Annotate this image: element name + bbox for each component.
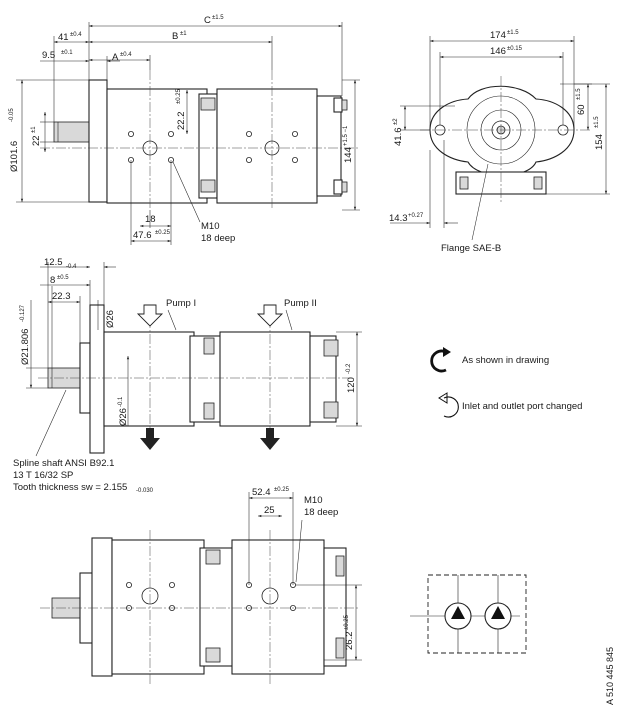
- svg-text:±0.25: ±0.25: [176, 88, 182, 104]
- svg-text:±0.5: ±0.5: [57, 275, 69, 281]
- svg-text:+1.5 −1: +1.5 −1: [343, 125, 349, 146]
- svg-text:±0.4: ±0.4: [70, 32, 82, 38]
- dim-a: A: [112, 52, 119, 63]
- dim-22-2: 22.2: [176, 112, 187, 131]
- dim-18: 18: [145, 214, 156, 225]
- dim-9-5: 9.5: [42, 50, 55, 61]
- bottom-end-cover: [323, 547, 347, 667]
- flange-label: Flange SAE-B: [441, 243, 501, 254]
- thread-depth-front: 18 deep: [201, 233, 235, 244]
- pump-1-label: Pump I: [166, 298, 196, 309]
- dim-b: B: [172, 31, 178, 42]
- dim-26-2: 26.2: [344, 632, 355, 651]
- rotation-legend: As shown in drawing Inlet and outlet por…: [430, 347, 582, 418]
- svg-text:-0.4: -0.4: [66, 264, 77, 270]
- thread-depth-bottom: 18 deep: [304, 507, 338, 518]
- bottom-housing-2: [231, 539, 325, 675]
- inlet-arrow-pump-1: [136, 304, 164, 327]
- svg-text:-0.05: -0.05: [9, 108, 15, 122]
- dim-41-6: 41.6: [393, 128, 404, 147]
- svg-text:-0.127: -0.127: [20, 304, 26, 322]
- outlet-arrow-pump-1: [140, 428, 160, 450]
- dim-60: 60: [576, 104, 587, 115]
- dim-41: 41: [58, 32, 69, 43]
- spline-note-line-1: Spline shaft ANSI B92.1: [13, 458, 114, 469]
- dim-146: 146: [490, 46, 506, 57]
- inlet-arrow-pump-2: [256, 304, 284, 327]
- dim-dia-26-bottom: Ø26: [118, 408, 129, 426]
- end-cover: [316, 95, 342, 197]
- dim-52-4: 52.4: [252, 487, 271, 498]
- bottom-housing-1: [111, 539, 205, 675]
- dim-8: 8: [50, 275, 55, 286]
- rotation-as-shown-label: As shown in drawing: [462, 355, 549, 366]
- bottom-mounting-flange: [91, 537, 113, 677]
- svg-text:±0.25: ±0.25: [274, 487, 290, 493]
- bottom-view: 52.4 ±0.25 25 M10 18 deep 26.2 ±0.25: [40, 487, 362, 685]
- svg-text:±0.1: ±0.1: [61, 50, 73, 56]
- flange-view: 174 ±1.5 146 ±0.15 41.6 ±2 60 ±1.5 154 ±…: [389, 30, 610, 254]
- side-housing-2: [219, 331, 311, 427]
- svg-text:-0.1: -0.1: [118, 396, 124, 407]
- dim-dia-21-806: Ø21.806: [20, 329, 31, 365]
- dim-22: 22: [31, 135, 42, 146]
- hydraulic-symbol: [410, 574, 527, 654]
- outlet-arrow-pump-2: [260, 428, 280, 450]
- svg-text:±0.4: ±0.4: [120, 52, 132, 58]
- rotation-counterclockwise-icon: [443, 396, 459, 418]
- spline-note-line-2: 13 T 16/32 SP: [13, 470, 73, 481]
- thread-label-bottom: M10: [304, 495, 322, 506]
- front-view: C ±1.5 B ±1 41 ±0.4 A ±0.4 9.5 ±0.1 Ø101…: [9, 15, 360, 245]
- pump-2-label: Pump II: [284, 298, 317, 309]
- svg-text:±2: ±2: [393, 118, 399, 125]
- side-housing-1: [103, 331, 195, 427]
- spline-note-line-3: Tooth thickness sw = 2.155: [13, 482, 127, 493]
- rotation-changed-label: Inlet and outlet port changed: [462, 401, 582, 412]
- dim-12-5: 12.5: [44, 257, 63, 268]
- dim-25: 25: [264, 505, 275, 516]
- dim-47-6: 47.6: [133, 230, 152, 241]
- dim-154: 154: [594, 134, 605, 150]
- svg-text:±1: ±1: [31, 126, 37, 133]
- dim-22-3: 22.3: [52, 291, 71, 302]
- svg-text:±0.25: ±0.25: [344, 614, 350, 630]
- svg-text:±1.5: ±1.5: [212, 15, 224, 21]
- mounting-flange: [88, 79, 108, 203]
- dim-dia-26-top: Ø26: [105, 310, 116, 328]
- thread-label-front: M10: [201, 221, 219, 232]
- dim-14-3: 14.3: [389, 213, 408, 224]
- dim-dia-101-6: Ø101.6: [9, 141, 20, 172]
- dim-c: C: [204, 15, 211, 26]
- dim-120: 120: [346, 377, 357, 393]
- document-code: A 510 445 845: [605, 647, 615, 705]
- svg-text:±1.5: ±1.5: [507, 30, 519, 36]
- svg-text:±0.15: ±0.15: [507, 46, 523, 52]
- svg-text:-0.2: -0.2: [346, 363, 352, 374]
- side-view: Pump I Pump II 12.5 -0.4 8 ±0.5 22.3 Ø21…: [13, 257, 362, 494]
- svg-text:+0.27: +0.27: [408, 213, 424, 219]
- dim-174: 174: [490, 30, 506, 41]
- svg-text:±1.5: ±1.5: [594, 116, 600, 128]
- svg-text:±1: ±1: [180, 31, 187, 37]
- drive-shaft: [53, 121, 91, 143]
- dim-144: 144: [343, 147, 354, 163]
- side-mounting-flange: [89, 304, 105, 454]
- rotation-clockwise-icon: [430, 349, 447, 373]
- svg-text:±0.25: ±0.25: [155, 230, 171, 236]
- svg-text:-0.030: -0.030: [136, 488, 154, 494]
- svg-text:±1.5: ±1.5: [576, 88, 582, 100]
